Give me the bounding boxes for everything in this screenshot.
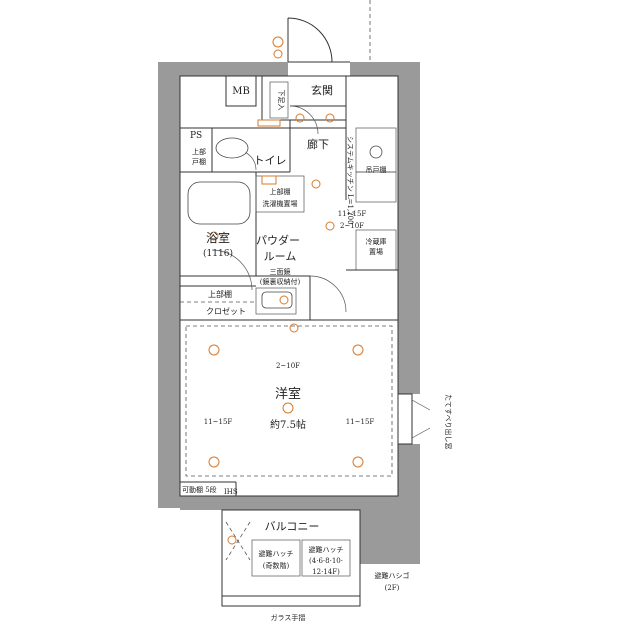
label-hatch-right-top: 避難ハッチ — [309, 545, 344, 554]
label-washer: 洗濯機置場 — [263, 199, 298, 208]
label-fridge-top: 冷蔵庫 — [366, 237, 387, 246]
label-ihs: IHS — [224, 488, 238, 496]
electrical-symbols — [208, 36, 364, 545]
label-mb: MB — [232, 86, 250, 97]
label-ps: PS — [190, 131, 202, 141]
balcony — [221, 509, 361, 607]
label-hatch-right-bottom: 12·14F) — [312, 568, 340, 576]
label-mirror-top: 三面鏡 — [270, 267, 291, 276]
walls — [158, 62, 420, 564]
label-room-size: 約7.5帖 — [270, 418, 306, 431]
label-window-note: たてすべり出し窓 — [444, 394, 453, 450]
label-upper-cabinet-bottom: 戸棚 — [192, 157, 206, 166]
label-floors-c: 2~10F — [276, 362, 300, 370]
side-window — [397, 393, 431, 445]
label-floors-b: 2~10F — [340, 222, 364, 230]
fixtures — [187, 137, 383, 309]
label-bath-size: (1116) — [203, 248, 233, 259]
label-shoes: 下足入 — [277, 90, 285, 111]
label-hallway: 廊下 — [307, 137, 329, 151]
label-hatch-left-top: 避難ハッチ — [259, 549, 294, 558]
label-genkan: 玄関 — [311, 83, 333, 97]
label-floors-right: 11~15F — [346, 418, 375, 426]
label-closet: クロゼット — [206, 306, 246, 316]
label-floors-left: 11~15F — [204, 418, 233, 426]
label-hatch-left-bottom: (奇数階) — [263, 561, 290, 570]
label-toilet: トイレ — [254, 154, 287, 167]
interior-doors — [211, 105, 347, 313]
label-washitsu: 洋室 — [275, 386, 301, 402]
label-fridge-bottom: 置場 — [369, 247, 383, 256]
label-hatch-right-mid: (4·6·8·10· — [309, 557, 343, 565]
label-powder-bottom: ルーム — [264, 250, 297, 263]
label-glass-rail: ガラス手摺 — [271, 613, 306, 622]
label-upper-cabinet-top: 上部 — [192, 147, 206, 156]
label-upper-shelf: 上部棚 — [270, 187, 291, 196]
label-mirror-bottom: (鏡裏収納付) — [260, 277, 301, 286]
label-movable-shelf: 可動棚 5段 — [182, 485, 217, 494]
label-balcony: バルコニー — [265, 520, 320, 533]
label-ladder-bottom: (2F) — [385, 584, 400, 592]
label-floors-a: 11~15F — [338, 210, 367, 218]
label-closet-shelf: 上部棚 — [208, 289, 232, 299]
label-bath: 浴室 — [206, 230, 230, 245]
label-kitchen: システムキッチン L=1,200 — [346, 136, 354, 225]
label-hanging-cabinet: 吊戸棚 — [366, 165, 387, 174]
label-powder-top: パウダー — [256, 233, 300, 247]
label-ladder-top: 避難ハシゴ — [375, 571, 410, 580]
entry-door — [287, 0, 371, 63]
partitions — [179, 75, 399, 497]
